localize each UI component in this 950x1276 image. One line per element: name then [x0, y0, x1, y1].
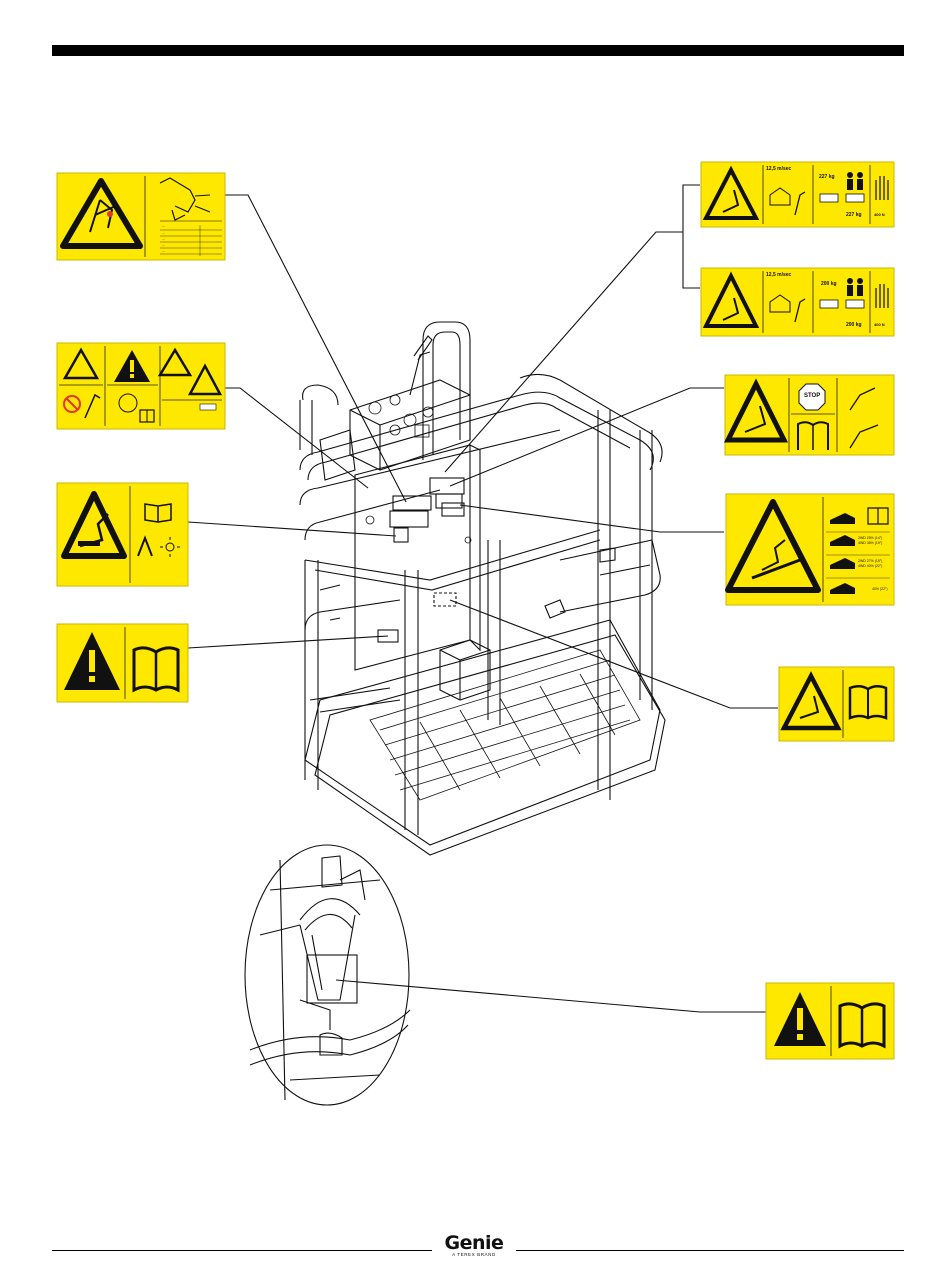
decal-r2-load-bottom: 200 kg [846, 322, 862, 328]
decal-r4-slope-hazard [726, 494, 894, 605]
decal-r3-stop-manual [725, 375, 894, 455]
decal-r1-speed: 12,5 m/sec [766, 166, 791, 172]
decal-r1-load-top: 227 kg [819, 174, 835, 180]
decal-2-multi-hazard [57, 343, 225, 429]
decal-1-row-1: — [162, 224, 165, 228]
decal-r6-read-manual [766, 983, 894, 1059]
decal-1-row-2: — [162, 231, 165, 235]
decal-r3-stop-label: STOP [804, 393, 820, 399]
decal-r1-load-bottom: 227 kg [846, 212, 862, 218]
decal-r4-row-2: 4WD 35% (19°) [858, 541, 882, 545]
decal-4-read-manual [57, 624, 188, 702]
decal-r2-hand: 400 N [874, 322, 885, 327]
platform-floor [305, 620, 665, 855]
decal-1-row-3: — [162, 237, 165, 241]
decal-r4-row-4: 4WD 40% (22°) [858, 564, 882, 568]
detail-view [245, 845, 410, 1105]
decal-r4-row-3: 2WD 27% (15°) [858, 559, 882, 563]
leader-lines [188, 185, 778, 1012]
decal-r2-load-top: 200 kg [821, 281, 837, 287]
decal-1-electrocution-hazard [57, 173, 225, 260]
decal-r4-row-1: 2WD 25% (14°) [858, 536, 882, 540]
decal-r2-capacity-200 [701, 268, 894, 336]
decal-r5-tip-over-manual [779, 667, 894, 741]
decal-r1-capacity-227 [701, 162, 894, 227]
decal-r2-speed: 12,5 m/sec [766, 272, 791, 278]
decal-1-row-5: — [162, 249, 165, 253]
decal-r1-hand: 400 N [874, 212, 885, 217]
footer-logo: Genie A TEREX BRAND [432, 1234, 516, 1264]
brand-name: Genie [432, 1234, 516, 1252]
control-station [350, 322, 470, 470]
platform-gate [320, 430, 615, 620]
decal-3-tip-over-hazard [57, 483, 188, 586]
decal-1-row-4: — [162, 243, 165, 247]
decal-r4-row-5: 40% (22°) [872, 587, 888, 591]
